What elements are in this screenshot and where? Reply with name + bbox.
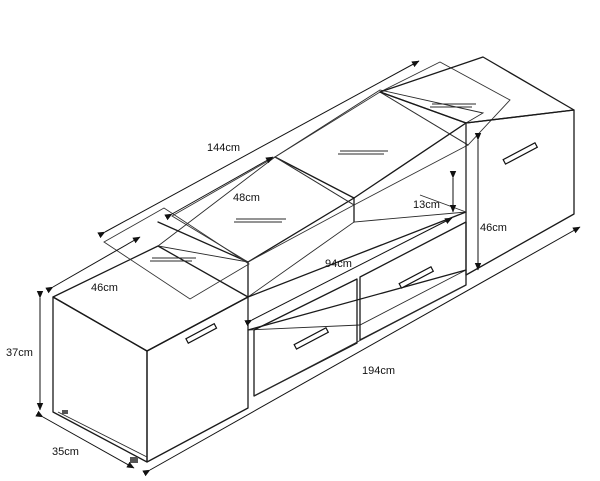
left-cabinet-foot — [130, 457, 138, 463]
left-door-handle-icon — [185, 322, 218, 344]
dim-label-35cm: 35cm — [52, 446, 79, 458]
right-door-handle-icon — [502, 141, 539, 165]
dim-label-46cm-depth: 46cm — [91, 282, 118, 294]
dim-label-48cm: 48cm — [233, 192, 260, 204]
dim-label-144cm: 144cm — [207, 142, 240, 154]
left-cabinet — [52, 245, 249, 463]
dimension-labels: 144cm 48cm 46cm 37cm 35cm 94cm 13cm 46cm… — [6, 142, 507, 458]
center-section — [156, 89, 485, 397]
glass-top — [103, 61, 511, 300]
dim-label-37cm: 37cm — [6, 347, 33, 359]
dim-label-194cm: 194cm — [362, 365, 395, 377]
dim-label-13cm: 13cm — [413, 199, 440, 211]
left-cabinet-foot — [62, 410, 68, 414]
dim-label-46cm-height: 46cm — [480, 222, 507, 234]
drawer-2-handle-icon — [398, 265, 435, 289]
dimension-lines — [35, 60, 581, 477]
drawer-1-handle-icon — [293, 326, 330, 350]
right-cabinet — [379, 56, 575, 276]
dim-label-94cm: 94cm — [325, 258, 352, 270]
